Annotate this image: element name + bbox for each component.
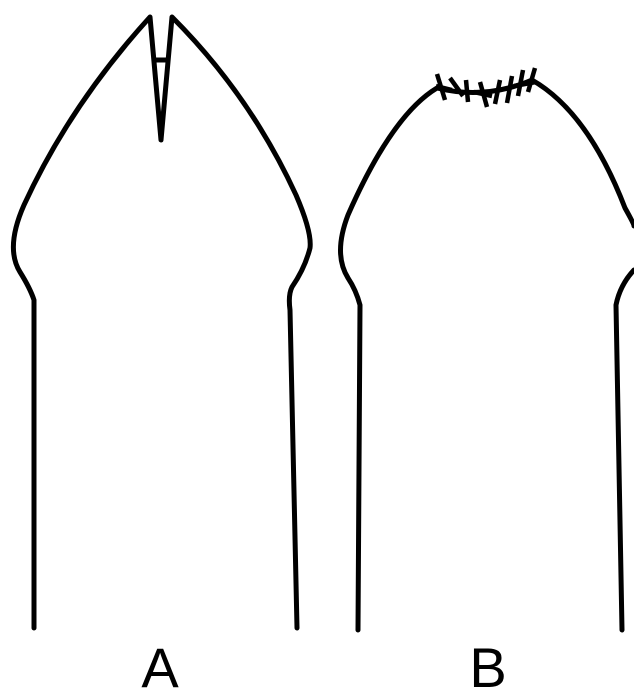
panel-a-outline [13,17,310,628]
panel-b-outline [341,80,634,630]
panel-a-drawing [13,17,310,628]
panel-b-sutures [436,68,536,107]
suture-stitch [507,76,512,103]
suture-stitch [466,80,468,102]
suture-stitch [495,80,500,104]
suture-stitch [514,82,536,86]
panel-label-a: A [130,640,190,696]
panel-b-drawing [341,68,634,630]
panel-b-outline-right [616,270,634,630]
panel-label-b: B [458,640,518,696]
